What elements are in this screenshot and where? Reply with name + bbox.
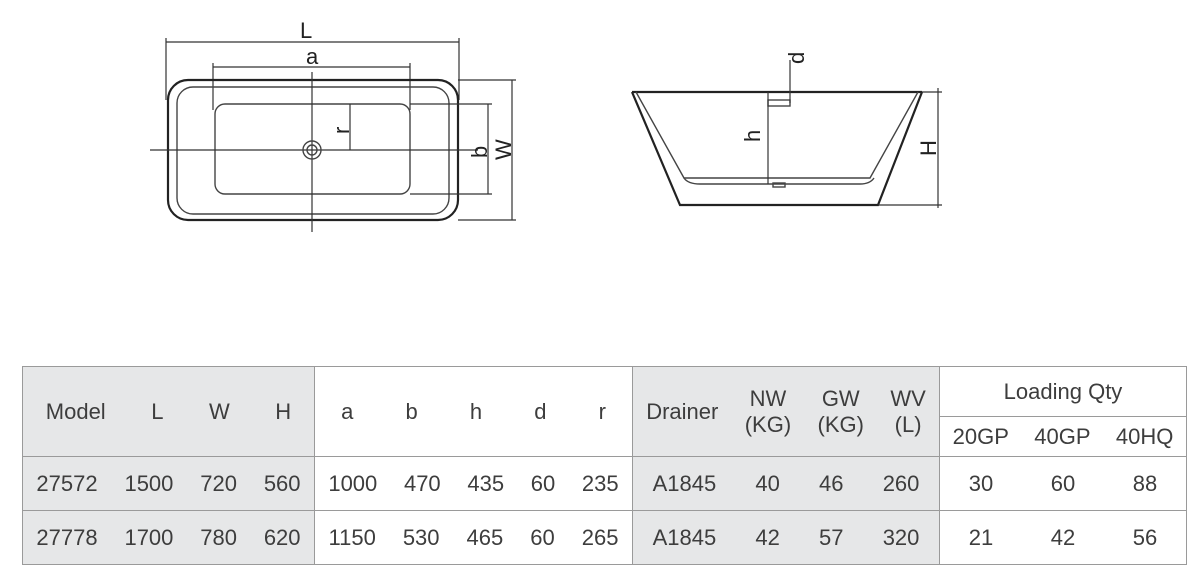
cell-20gp: 21 — [968, 524, 994, 550]
header-40gp: 40GP — [1034, 423, 1091, 449]
cell-H: 620 — [263, 524, 301, 550]
cell-H: 560 — [263, 470, 301, 496]
cell-L: 1700 — [124, 524, 174, 550]
header-drainer: Drainer — [646, 398, 719, 424]
cell-b: 530 — [402, 524, 440, 550]
table-row: 27572 1500 720 560 1000 470 435 60 235 A… — [22, 456, 1187, 511]
cell-r: 265 — [581, 524, 619, 550]
label-h: h — [740, 130, 765, 142]
cell-drainer: A1845 — [652, 524, 717, 550]
cell-b: 470 — [403, 470, 441, 496]
cell-a: 1150 — [328, 524, 376, 550]
cell-h: 435 — [467, 470, 505, 496]
cell-L: 1500 — [124, 470, 174, 496]
header-model: Model — [45, 398, 106, 424]
cell-W: 720 — [200, 470, 237, 496]
cell-wv: 260 — [882, 470, 920, 496]
header-dimensions-outer: Model L W H — [22, 366, 315, 457]
header-weights: Drainer NW(KG) GW(KG) WV(L) — [632, 366, 940, 457]
cell-r: 235 — [581, 470, 619, 496]
cell-40hq: 56 — [1132, 524, 1158, 550]
label-b: b — [467, 146, 492, 158]
cell-gw: 57 — [819, 524, 844, 550]
cell-wv: 320 — [882, 524, 920, 550]
cell-gw: 46 — [819, 470, 844, 496]
label-a: a — [306, 44, 319, 69]
label-W: W — [491, 139, 516, 160]
label-H: H — [916, 140, 941, 156]
header-a: a — [341, 398, 354, 424]
header-loading-qty: Loading Qty — [939, 366, 1187, 417]
header-h: h — [469, 398, 483, 424]
header-containers: 20GP 40GP 40HQ — [939, 416, 1187, 457]
header-gw: GW(KG) — [817, 385, 864, 437]
cell-d: 60 — [530, 470, 556, 496]
spec-table: Model L W H a b h d r Drainer NW(KG) GW(… — [22, 366, 1187, 565]
cell-drainer: A1845 — [652, 470, 717, 496]
side-view: d h H — [630, 52, 942, 208]
cell-40gp: 42 — [1050, 524, 1076, 550]
table-row: 27778 1700 780 620 1150 530 465 60 265 A… — [22, 510, 1187, 565]
cell-nw: 40 — [755, 470, 780, 496]
header-dimensions-inner: a b h d r — [314, 366, 633, 457]
cell-h: 465 — [466, 524, 504, 550]
header-W: W — [209, 398, 230, 424]
header-L: L — [151, 398, 164, 424]
header-d: d — [534, 398, 547, 424]
header-nw: NW(KG) — [744, 385, 792, 437]
cell-model: 27778 — [36, 524, 98, 550]
header-r: r — [598, 398, 606, 424]
label-L: L — [300, 18, 312, 43]
cell-20gp: 30 — [968, 470, 994, 496]
cell-d: 60 — [530, 524, 555, 550]
cell-model: 27572 — [36, 470, 98, 496]
header-40hq: 40HQ — [1115, 423, 1174, 449]
header-b: b — [405, 398, 418, 424]
cell-40gp: 60 — [1050, 470, 1076, 496]
cell-nw: 42 — [755, 524, 780, 550]
header-20gp: 20GP — [952, 423, 1009, 449]
bathtub-drawings: L a r b W — [150, 18, 942, 232]
top-view: L a r b W — [150, 18, 516, 232]
header-H: H — [275, 398, 292, 424]
header-wv: WV(L) — [890, 385, 926, 437]
label-r: r — [329, 127, 354, 134]
cell-W: 780 — [200, 524, 237, 550]
cell-40hq: 88 — [1132, 470, 1158, 496]
cell-a: 1000 — [328, 470, 378, 496]
label-d: d — [784, 52, 809, 64]
